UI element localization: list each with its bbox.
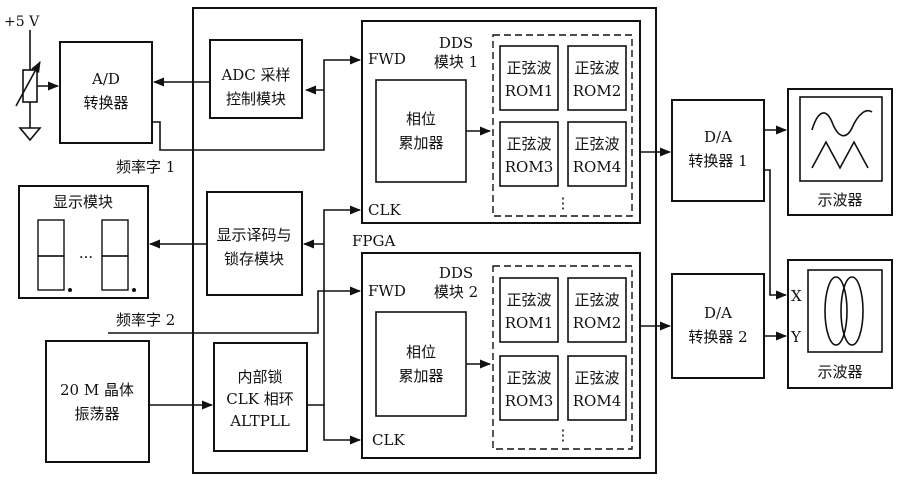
dds2-rom1-l1: 正弦波 [506, 291, 551, 309]
adc-line2: 控制模块 [226, 90, 286, 108]
power-label: +5 V [4, 14, 40, 30]
pll-line3: ALTPLL [229, 412, 290, 430]
dds-module-1: FWD CLK DDS 模块 1 相位 累加器 正弦波 ROM1 正弦波 ROM… [361, 20, 641, 224]
freq1-path [152, 55, 362, 151]
adc-line1: ADC 采样 [220, 66, 290, 84]
potentiometer-icon: +5 V [4, 14, 60, 142]
dds2-rom4-l1: 正弦波 [574, 369, 619, 387]
dds1-rom2 [567, 45, 627, 111]
clk-to-dds1-arrow [323, 205, 362, 405]
dds1-clk: CLK [368, 201, 401, 219]
disp-decoder-line1: 显示译码与 [216, 226, 291, 244]
freq2-label: 频率字 2 [116, 311, 175, 329]
dds1-rom2-l1: 正弦波 [574, 59, 619, 77]
scope1-label: 示波器 [817, 191, 862, 209]
da2-line2: 转换器 2 [688, 328, 747, 346]
dds1-title2: 模块 1 [434, 53, 478, 71]
da-converter-2: D/A 转换器 2 [671, 273, 765, 379]
dds2-rom3-l1: 正弦波 [506, 369, 551, 387]
fpga-label: FPGA [352, 232, 395, 250]
disp-decoder-line2: 锁存模块 [224, 250, 284, 268]
adc-control-block: ADC 采样 控制模块 [209, 39, 303, 119]
da-converter-1: D/A 转换器 1 [671, 99, 765, 202]
display-title: 显示模块 [53, 193, 113, 211]
oscillator-line2: 振荡器 [74, 405, 119, 423]
pll-line2: CLK 相环 [226, 390, 293, 408]
dds1-rom-group [492, 34, 633, 217]
dds2-rom4 [567, 355, 627, 421]
dds1-more: ⋮ [556, 194, 571, 212]
display-ellipsis: ··· [79, 248, 93, 266]
dds2-rom2-l1: 正弦波 [574, 291, 619, 309]
dds2-acc-line2: 累加器 [398, 367, 443, 385]
scope2-y-label: Y [790, 328, 802, 346]
dds1-rom3-l1: 正弦波 [506, 135, 551, 153]
scope2-x-label: X [791, 287, 802, 305]
ad-line1: A/D [91, 70, 120, 88]
ad-line2: 转换器 [83, 94, 128, 112]
dds2-rom3 [499, 355, 559, 421]
oscillator-block: 20 M 晶体 振荡器 [45, 340, 150, 463]
da1-to-scope2-x-arrow [764, 169, 788, 300]
dds2-rom4-l2: ROM4 [573, 392, 622, 410]
dds1-title1: DDS [439, 34, 473, 52]
dds-module-2: FWD CLK DDS 模块 2 相位 累加器 正弦波 ROM1 正弦波 ROM… [361, 252, 641, 459]
dds1-rom4-l2: ROM4 [573, 158, 622, 176]
dds2-title1: DDS [439, 264, 473, 282]
freq2-path [108, 286, 362, 334]
freq1-label: 频率字 1 [116, 158, 175, 176]
da2-line1: D/A [704, 304, 732, 322]
dds2-more: ⋮ [556, 426, 571, 444]
seven-segment-icon [101, 219, 136, 292]
dds2-rom2-l2: ROM2 [573, 314, 622, 332]
dds1-acc-line1: 相位 [406, 110, 436, 128]
dds1-rom1-l1: 正弦波 [506, 59, 551, 77]
seven-segment-icon [37, 219, 72, 292]
display-decoder-block: 显示译码与 锁存模块 [206, 191, 303, 296]
oscilloscope-1: 示波器 [787, 88, 893, 216]
dds2-rom1 [499, 277, 559, 343]
pll-line1: 内部锁 [237, 368, 282, 386]
display-module: 显示模块 ··· [18, 185, 149, 299]
dds1-rom3-l2: ROM3 [505, 158, 554, 176]
sine-wave-icon [811, 110, 873, 137]
lissajous-icon [824, 276, 848, 346]
dds2-clk: CLK [372, 431, 405, 449]
da1-line1: D/A [704, 128, 732, 146]
dds1-rom1-l2: ROM1 [505, 82, 554, 100]
dds1-rom4 [567, 121, 627, 187]
dds2-rom2 [567, 277, 627, 343]
dds1-rom1 [499, 45, 559, 111]
ad-converter-block: A/D 转换器 [59, 41, 153, 144]
dds1-fwd: FWD [368, 50, 406, 68]
dds1-acc-line2: 累加器 [398, 134, 443, 152]
dds2-rom1-l2: ROM1 [505, 314, 554, 332]
dds2-title2: 模块 2 [434, 283, 478, 301]
scope2-screen [807, 269, 883, 353]
da1-line2: 转换器 1 [688, 152, 747, 170]
oscillator-line1: 20 M 晶体 [60, 381, 134, 399]
dds2-fwd: FWD [368, 282, 406, 300]
oscilloscope-2: X Y 示波器 [787, 259, 893, 389]
dds2-rom3-l2: ROM3 [505, 392, 554, 410]
scope1-screen [799, 96, 883, 182]
dds1-rom4-l1: 正弦波 [574, 135, 619, 153]
dds1-rom3 [499, 121, 559, 187]
clk-to-dds2-arrow [307, 404, 362, 445]
dds2-acc-line1: 相位 [406, 343, 436, 361]
pll-block: 内部锁 CLK 相环 ALTPLL [213, 342, 308, 452]
scope2-label: 示波器 [817, 363, 862, 381]
triangle-wave-icon [811, 140, 869, 170]
dds1-rom2-l2: ROM2 [573, 82, 622, 100]
dds2-rom-group [492, 265, 633, 450]
